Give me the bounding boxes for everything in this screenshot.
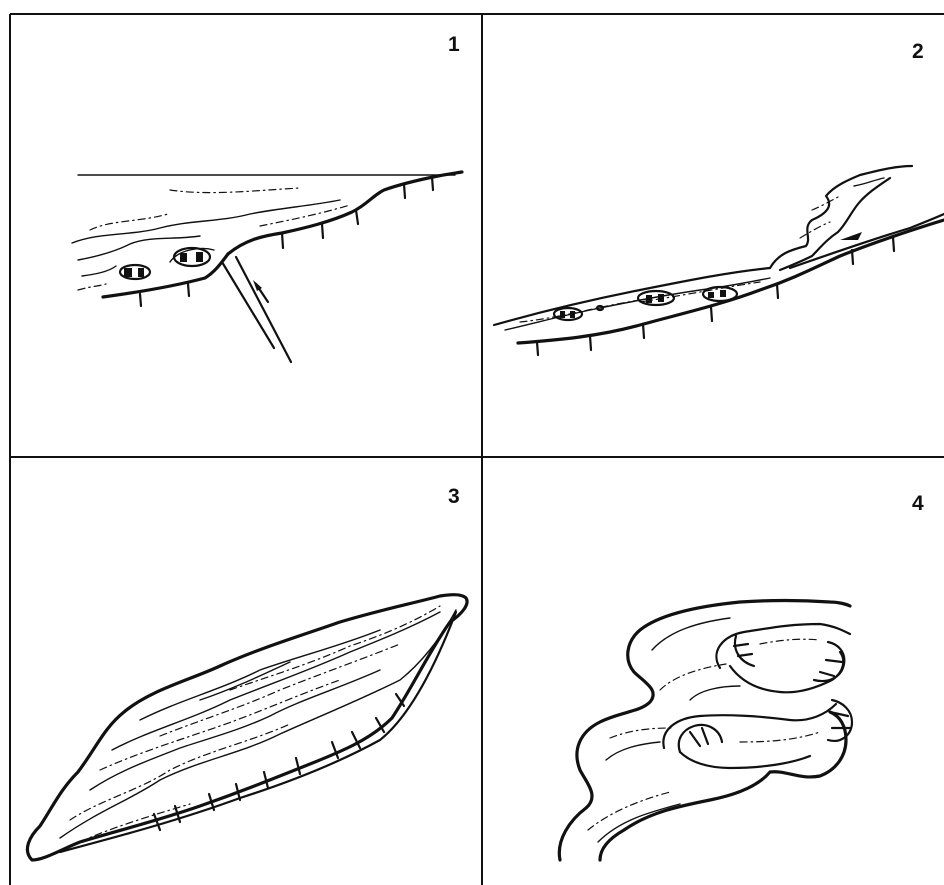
panel-2-tributary-fan-lower <box>780 178 890 270</box>
panel-3-sketch <box>27 595 467 860</box>
panel-2-number: 2 <box>912 40 924 63</box>
panel-2-deposit-upper-edge <box>494 268 770 325</box>
panel-1-channel-left-bank <box>222 262 274 348</box>
panel-4-inner-outline <box>600 712 846 860</box>
panel-4-scarp-bands <box>679 636 852 752</box>
panel-4-flow-lines <box>588 618 820 842</box>
panel-2-tributary-fan <box>770 166 912 268</box>
panel-4-lower-loop <box>663 704 836 748</box>
panel-2-sketch <box>494 166 944 355</box>
panel-4-sketch <box>559 601 852 861</box>
panel-2-fault-trace <box>790 214 944 268</box>
panel-4-lower-loop-inner <box>680 752 810 768</box>
panel-1-sketch <box>72 172 462 362</box>
panel-3-lens-outline <box>27 595 467 860</box>
panel-4-outer-outline <box>559 601 850 861</box>
panel-3-number: 3 <box>448 485 460 508</box>
panel-1-channel-right-bank <box>236 257 291 362</box>
panel-1-upper-scarp <box>228 172 462 254</box>
panel-1-deposit-lenses <box>120 248 214 279</box>
panel-4-number: 4 <box>912 492 924 515</box>
panel-4-upper-loop-inner <box>730 652 843 692</box>
panel-frames <box>10 14 944 885</box>
panel-3-scarp-band-edge <box>60 612 456 852</box>
panel-1-scarp-ticks <box>140 177 433 306</box>
panel-2-flow-arrow <box>840 232 862 240</box>
panel-1-number: 1 <box>448 33 460 56</box>
